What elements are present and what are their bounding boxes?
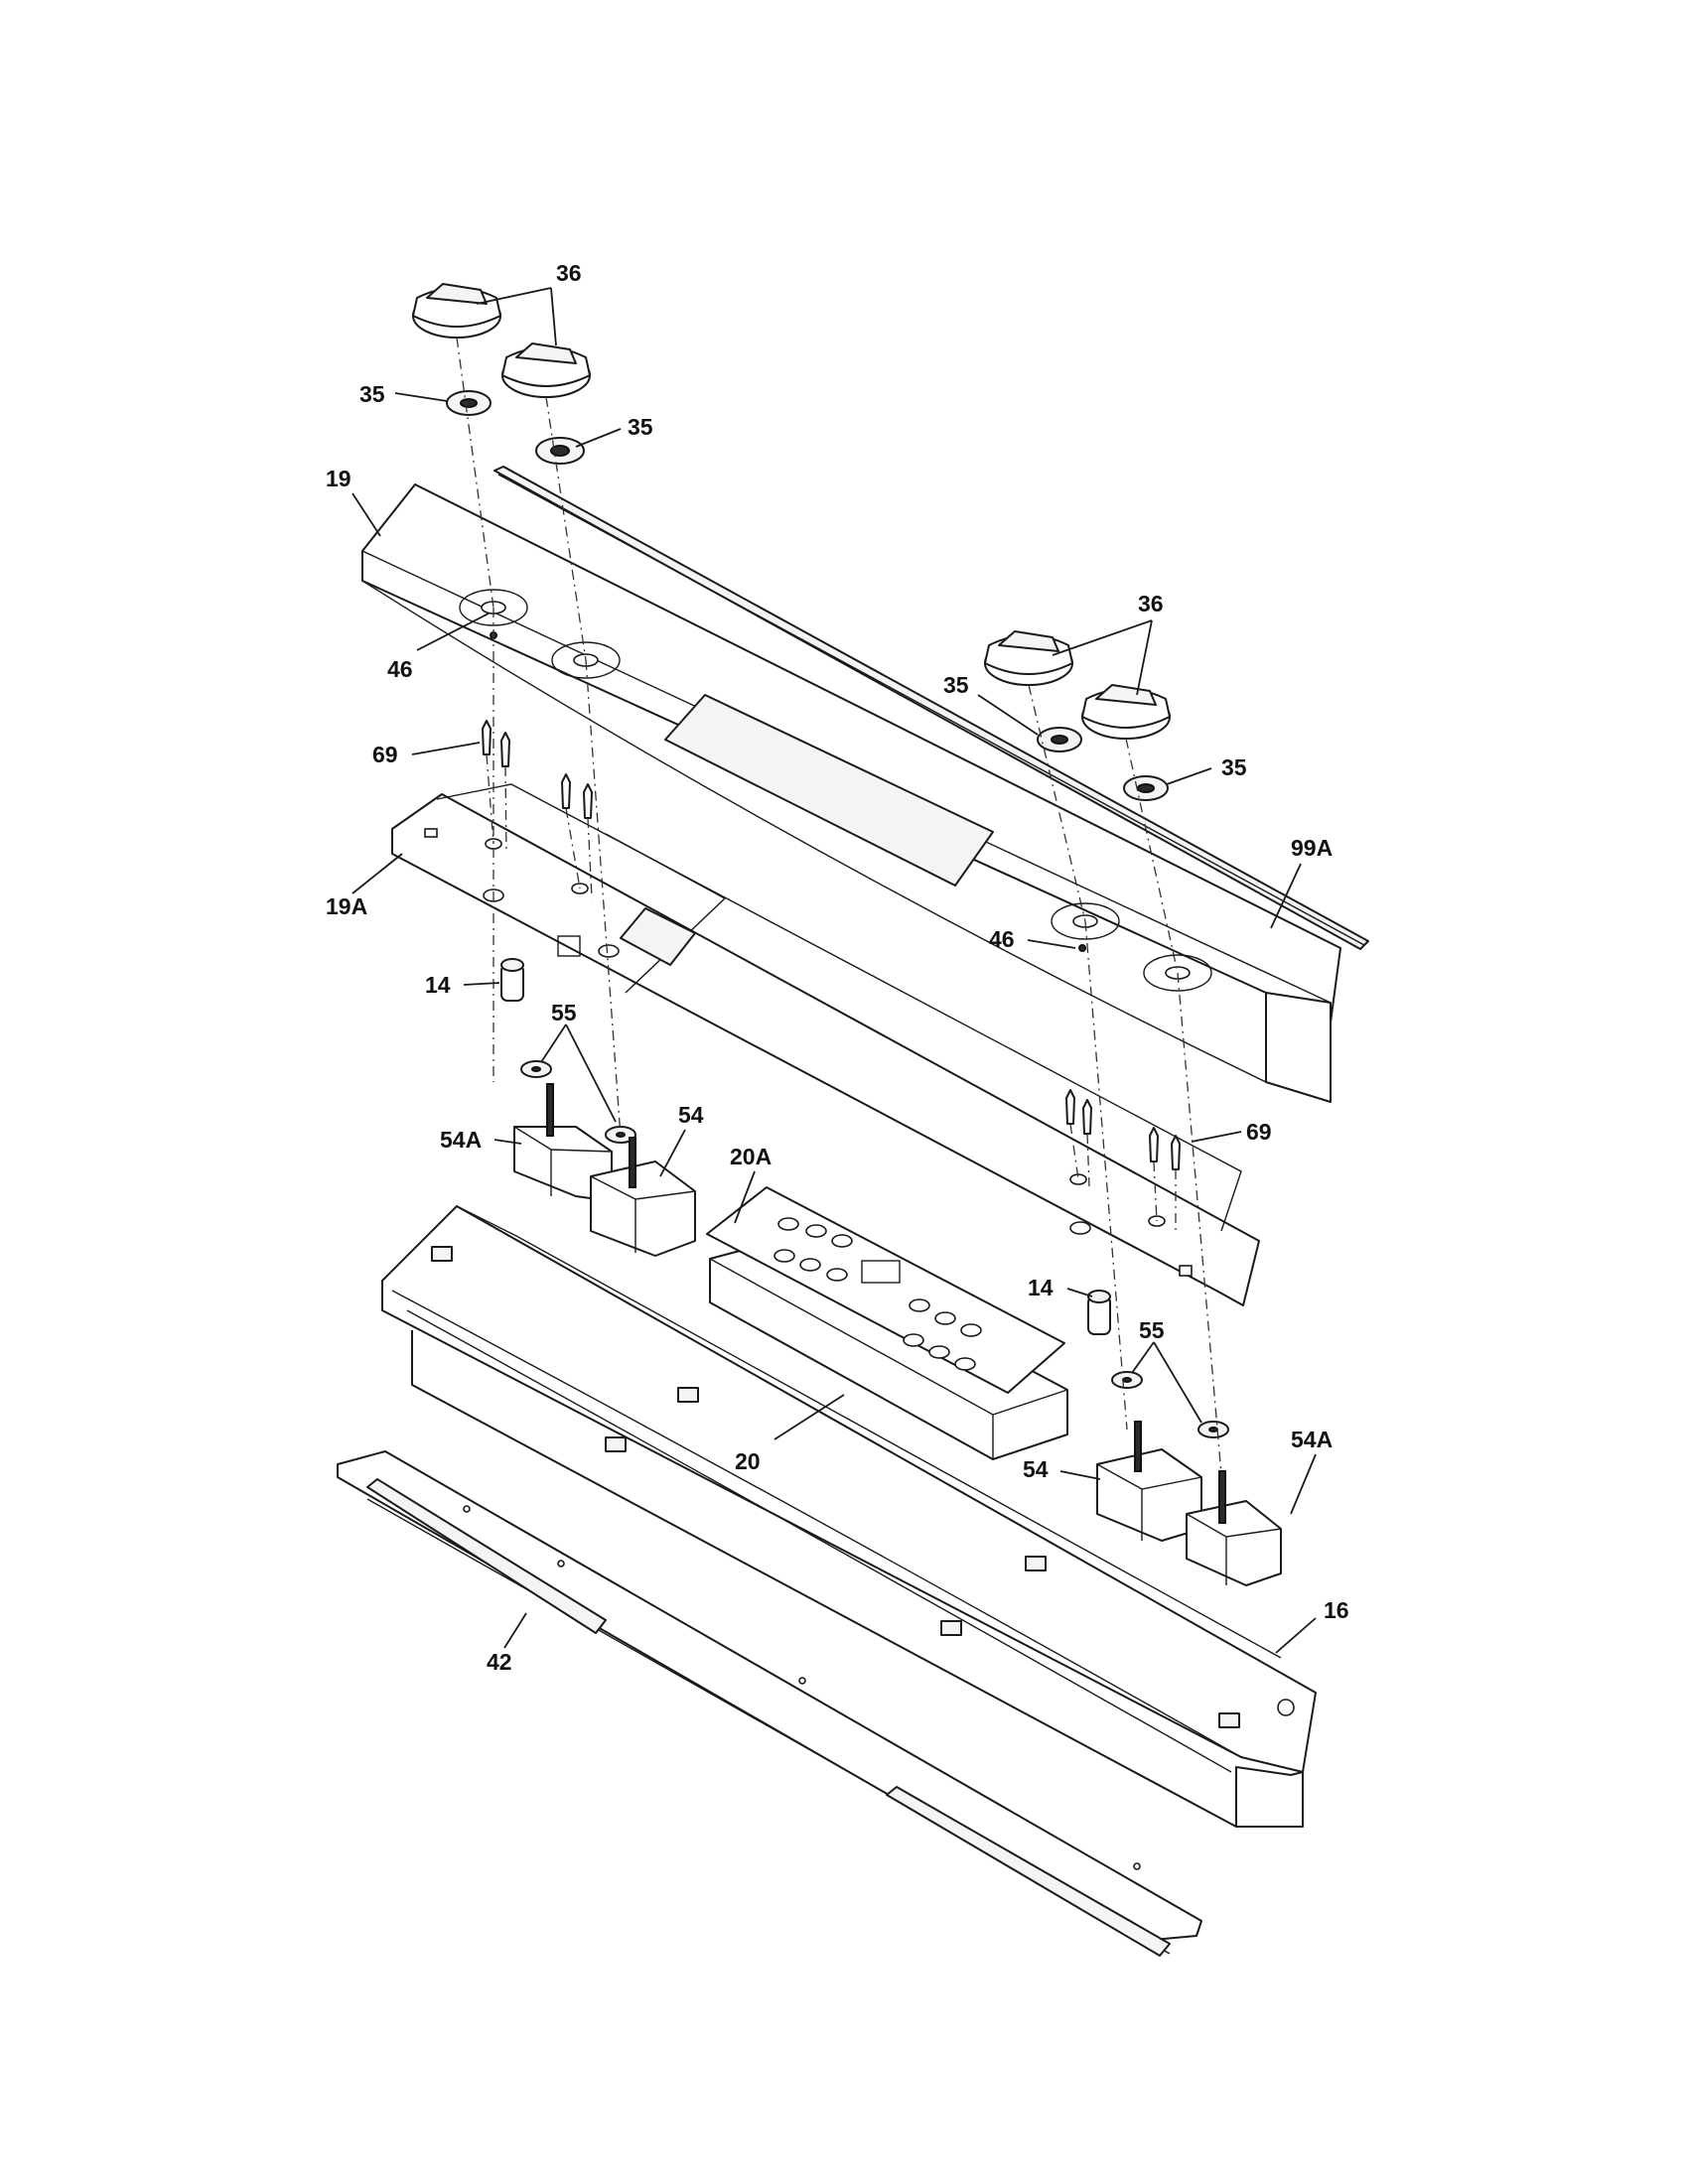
electronic-control-20 (709, 1238, 1068, 1460)
control-panel-19 (361, 483, 1341, 1103)
switch-54-left (590, 1137, 696, 1257)
callout-20a: 20A (730, 1144, 772, 1169)
bezel-left-2 (535, 437, 585, 465)
knob-left-2 (501, 342, 591, 398)
bottom-trim-42 (337, 1450, 1202, 1957)
callout-16: 16 (1324, 1597, 1349, 1623)
callout-36-left: 36 (556, 260, 582, 286)
callout-54-right: 54 (1023, 1456, 1049, 1482)
knob-right-2 (1081, 684, 1171, 740)
assembly-lines (456, 337, 1222, 1475)
callout-19: 19 (326, 466, 352, 491)
console-back-16 (381, 1205, 1317, 1828)
callout-14-left: 14 (425, 972, 451, 998)
indicator-14-right (1087, 1290, 1111, 1335)
callout-69-left: 69 (372, 742, 398, 767)
knob-left-1 (412, 283, 501, 339)
trim-strip-99a (493, 466, 1369, 950)
knob-right-1 (984, 630, 1073, 686)
callout-69-right: 69 (1246, 1119, 1272, 1145)
bezel-right-1 (1037, 727, 1082, 752)
callout-35-right-2: 35 (1221, 754, 1247, 780)
callout-35-right-1: 35 (943, 672, 969, 698)
callout-54a-left: 54A (440, 1127, 482, 1153)
bezel-right-2 (1123, 775, 1169, 801)
switch-54a-right (1186, 1470, 1282, 1586)
callout-35-left-2: 35 (628, 414, 653, 440)
spacers-55-right (1111, 1371, 1229, 1438)
screws-69-right (1065, 1089, 1181, 1170)
indicator-14-left (500, 958, 524, 1002)
callout-19a: 19A (326, 893, 367, 919)
callout-labels: 36 35 35 19 46 36 35 35 69 99A 19A 46 14… (326, 260, 1349, 1675)
leader-lines (352, 287, 1317, 1654)
callout-55-right: 55 (1139, 1317, 1165, 1343)
callout-46-right: 46 (989, 926, 1015, 952)
overlay-20a (706, 1186, 1065, 1394)
callout-36-right: 36 (1138, 591, 1164, 616)
callout-42: 42 (487, 1649, 512, 1675)
callout-14-right: 14 (1028, 1275, 1054, 1300)
bezel-left-1 (446, 390, 492, 416)
callout-55-left: 55 (551, 1000, 577, 1025)
callout-54-left: 54 (678, 1102, 704, 1128)
inner-panel-19a (391, 783, 1260, 1306)
callout-99a: 99A (1291, 835, 1333, 861)
spacers-55-left (520, 1060, 636, 1144)
callout-20: 20 (735, 1448, 761, 1474)
callout-54a-right: 54A (1291, 1427, 1333, 1452)
screws-69-left (482, 720, 593, 819)
switch-54-right (1096, 1421, 1202, 1542)
callout-35-left-1: 35 (359, 381, 385, 407)
callout-46-left: 46 (387, 656, 413, 682)
